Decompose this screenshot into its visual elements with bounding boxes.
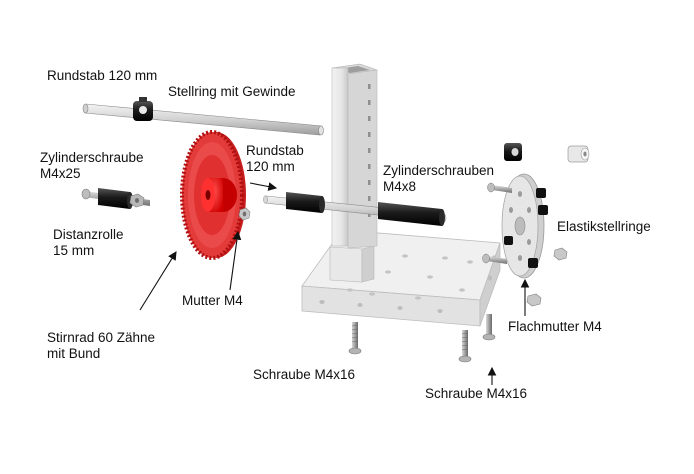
label-zylinderschrauben: Zylinderschrauben M4x8 <box>383 163 495 194</box>
label-schraube-left: Schraube M4x16 <box>253 367 356 382</box>
screw-flange-top <box>487 182 512 193</box>
label-flachmutter: Flachmutter M4 <box>508 319 602 334</box>
bottom-screw-mid <box>458 330 472 363</box>
set-collar-right <box>504 143 522 161</box>
label-stellring: Stellring mit Gewinde <box>168 84 296 99</box>
spacer-left <box>286 192 325 213</box>
bottom-screw-right <box>482 314 496 341</box>
arrow-rundstab <box>249 182 278 191</box>
flat-nut-upper <box>553 247 568 261</box>
set-collar-top <box>133 97 153 121</box>
nut-small-left <box>129 193 145 208</box>
nut-m4 <box>238 207 251 221</box>
bottom-screw-left <box>348 322 362 355</box>
label-distanzrolle: Distanzrolle 15 mm <box>53 227 124 258</box>
label-schraube-right: Schraube M4x16 <box>425 386 528 401</box>
leader-lines <box>139 182 530 385</box>
square-post <box>329 63 378 283</box>
distance-roller <box>98 188 133 209</box>
label-elastikstellringe: Elastikstellringe <box>557 219 651 234</box>
flat-nut-lower <box>526 293 542 307</box>
label-rundstab-mid: Rundstab 120 mm <box>246 143 304 174</box>
flange-hub <box>501 173 548 279</box>
label-mutter: Mutter M4 <box>182 293 243 308</box>
label-stirnrad: Stirnrad 60 Zähne mit Bund <box>47 330 156 361</box>
spacer-right <box>378 202 445 226</box>
elastic-collar <box>567 145 590 163</box>
screw-flange-bottom <box>482 253 507 264</box>
label-zylinderschraube: Zylinderschraube M4x25 <box>40 150 144 181</box>
gear-hub <box>201 178 237 212</box>
arrow-stirnrad <box>139 251 177 311</box>
top-rod <box>82 103 324 136</box>
label-rundstab-top: Rundstab 120 mm <box>47 68 158 83</box>
spur-gear <box>180 130 246 260</box>
arrow-mutter <box>229 230 242 291</box>
